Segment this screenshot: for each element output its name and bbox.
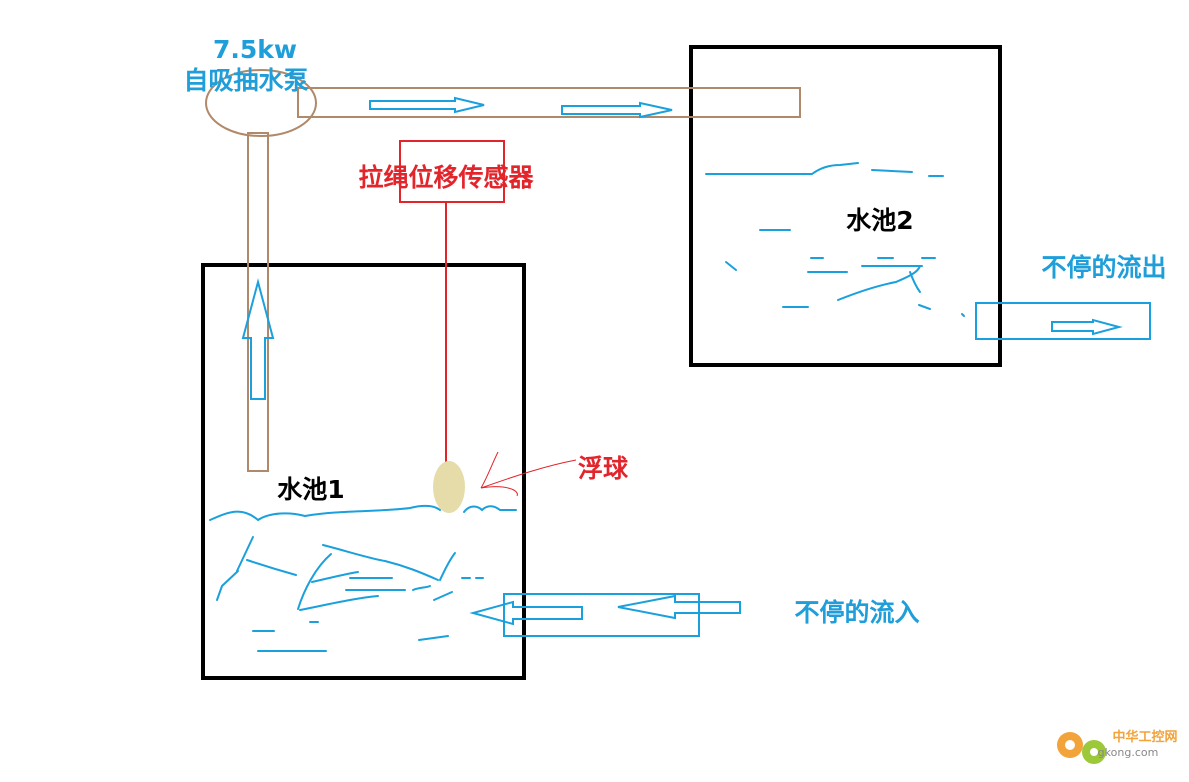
- float-pointer: [480, 451, 577, 497]
- watermark-name: 中华工控网: [1112, 729, 1177, 745]
- sensor-box: [399, 140, 505, 203]
- pump-name-label: 自吸抽水泵: [183, 66, 308, 95]
- float-ball-label: 浮球: [578, 454, 629, 483]
- pool-2-water: [705, 162, 965, 317]
- pool-1: [201, 263, 526, 680]
- discharge-flow-arrow-2: [561, 101, 673, 119]
- discharge-pipe: [297, 87, 801, 118]
- suction-flow-arrow: [241, 278, 275, 400]
- sensor-label: 拉绳位移传感器: [358, 163, 534, 192]
- inflow-arrow-outer: [617, 594, 741, 620]
- outflow-pipe: [975, 302, 1151, 340]
- pool-2: [689, 45, 1002, 367]
- watermark: 中华工控网 gkong.com: [1057, 729, 1178, 764]
- inflow-label: 不停的流入: [794, 598, 919, 627]
- discharge-flow-arrow-1: [369, 96, 485, 114]
- pump: [205, 69, 317, 137]
- pool-2-label: 水池2: [846, 206, 913, 235]
- inflow-pipe: [503, 593, 700, 637]
- gear-icon: [1057, 732, 1106, 764]
- watermark-domain: gkong.com: [1098, 746, 1159, 759]
- pool-1-water: [209, 504, 517, 652]
- pump-power-label: 7.5kw: [213, 35, 297, 64]
- pool-1-label: 水池1: [277, 475, 344, 504]
- inflow-arrow-inner: [469, 600, 583, 626]
- float-ball: [433, 461, 465, 513]
- outflow-arrow: [1051, 318, 1123, 336]
- suction-pipe: [247, 132, 269, 472]
- outflow-label: 不停的流出: [1041, 253, 1166, 282]
